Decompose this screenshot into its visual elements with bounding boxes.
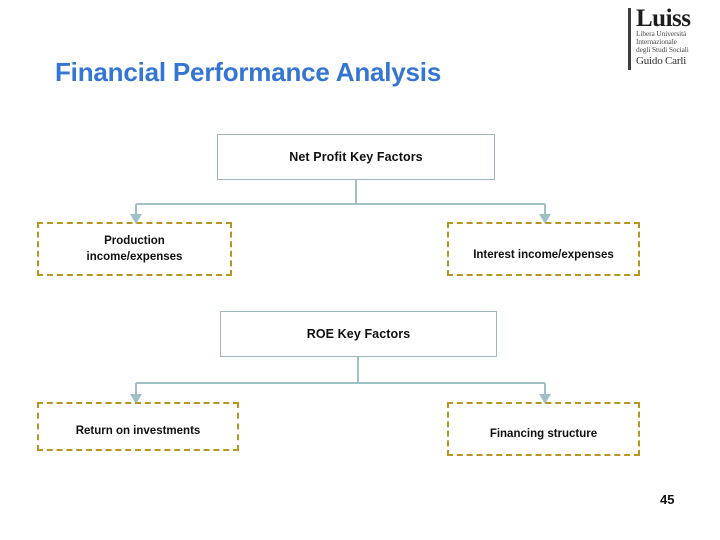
logo-subtitle-line-1: Libera Università <box>636 29 687 38</box>
logo-founder-name: Guido Carli <box>636 54 687 67</box>
logo-subtitle-line-2: Internazionale <box>636 37 677 47</box>
page-title: Financial Performance Analysis <box>55 57 442 87</box>
node-label-line-1: Production <box>104 235 165 247</box>
node-label: ROE Key Factors <box>306 327 411 341</box>
node-label: Interest income/expenses <box>473 249 614 261</box>
node-interest-income-expenses: Interest income/expenses <box>447 222 640 276</box>
node-label-line-2: income/expenses <box>86 251 183 263</box>
node-label: Production income/expenses <box>87 233 183 265</box>
node-production-income-expenses: Production income/expenses <box>37 222 232 276</box>
node-return-on-investments: Return on investments <box>37 402 239 451</box>
node-financing-structure: Financing structure <box>447 402 640 456</box>
node-label: Financing structure <box>489 428 598 440</box>
node-label: Return on investments <box>75 424 201 437</box>
luiss-logo: Luiss Libera Università Internazionale d… <box>628 5 714 70</box>
logo-subtitle-line-3: degli Studi Sociali <box>636 45 689 55</box>
logo-wordmark: Luiss <box>636 5 691 32</box>
page-number: 45 <box>660 492 675 507</box>
node-label: Net Profit Key Factors <box>289 150 423 164</box>
node-net-profit-key-factors: Net Profit Key Factors <box>217 134 495 180</box>
node-roe-key-factors: ROE Key Factors <box>220 311 497 357</box>
